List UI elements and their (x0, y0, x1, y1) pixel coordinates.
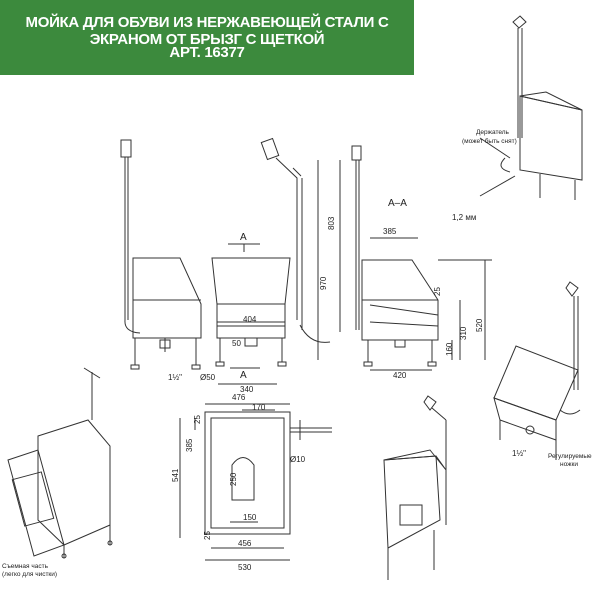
pipe-size: 1½" (168, 373, 182, 382)
dim-340: 340 (240, 385, 254, 394)
pipe-size-iso: 1½" (512, 449, 526, 458)
dim-456: 456 (238, 539, 252, 548)
dim-d50: Ø50 (200, 373, 216, 382)
front-view-2 (211, 137, 331, 385)
removable-note-1: Съемная часть (2, 563, 49, 570)
shower-head-icon (120, 139, 132, 158)
page-title: МОЙКА ДЛЯ ОБУВИ ИЗ НЕРЖАВЕЮЩЕЙ СТАЛИ С Э… (25, 14, 389, 48)
dim-385-top: 385 (185, 438, 194, 452)
dim-25-section: 25 (433, 287, 442, 296)
adjustable-note-2: ножки (560, 461, 578, 468)
iso-view-top-right (479, 15, 583, 200)
dim-476: 476 (232, 393, 246, 402)
dim-520: 520 (475, 318, 484, 332)
dim-25-bottom: 25 (203, 531, 212, 540)
thickness-note: 1,2 мм (452, 213, 476, 222)
holder-note-2: (может быть снят) (462, 137, 517, 145)
article-number: АРТ. 16377 (169, 44, 245, 61)
dim-d10: Ø10 (290, 455, 306, 464)
dim-530: 530 (238, 563, 252, 572)
adjustable-note-1: Регулируемые (548, 453, 592, 460)
dim-170: 170 (252, 403, 266, 412)
title-banner: МОЙКА ДЛЯ ОБУВИ ИЗ НЕРЖАВЕЮЩЕЙ СТАЛИ С Э… (0, 0, 414, 75)
dim-160: 160 (445, 342, 454, 356)
section-mark-bottom: A (240, 370, 247, 381)
dim-420: 420 (393, 371, 407, 380)
brush-head-icon-3 (565, 281, 579, 297)
dim-541: 541 (171, 468, 180, 482)
top-view (179, 403, 332, 561)
dim-385: 385 (383, 227, 397, 236)
section-title: A–A (388, 198, 407, 209)
dim-50: 50 (232, 339, 241, 348)
front-view (120, 139, 202, 370)
holder-note-1: Держатель (476, 129, 510, 136)
iso-view-bottom-left (7, 367, 113, 559)
dim-250: 250 (229, 472, 238, 486)
dim-404: 404 (243, 315, 257, 324)
section-view (339, 145, 492, 371)
dim-25-top: 25 (193, 415, 202, 424)
iso-view-bottom-right (493, 281, 581, 460)
shower-head-icon-2 (351, 145, 362, 161)
dim-803: 803 (327, 216, 336, 230)
dim-970: 970 (319, 276, 328, 290)
section-mark-top: A (240, 232, 247, 243)
brush-head-icon (512, 15, 527, 29)
dim-310: 310 (459, 326, 468, 340)
brush-icon (260, 137, 280, 161)
removable-note-2: (легко для чистки) (2, 571, 57, 578)
dim-150: 150 (243, 513, 257, 522)
brush-head-icon-2 (423, 395, 437, 411)
iso-view-bottom-center (383, 395, 447, 580)
